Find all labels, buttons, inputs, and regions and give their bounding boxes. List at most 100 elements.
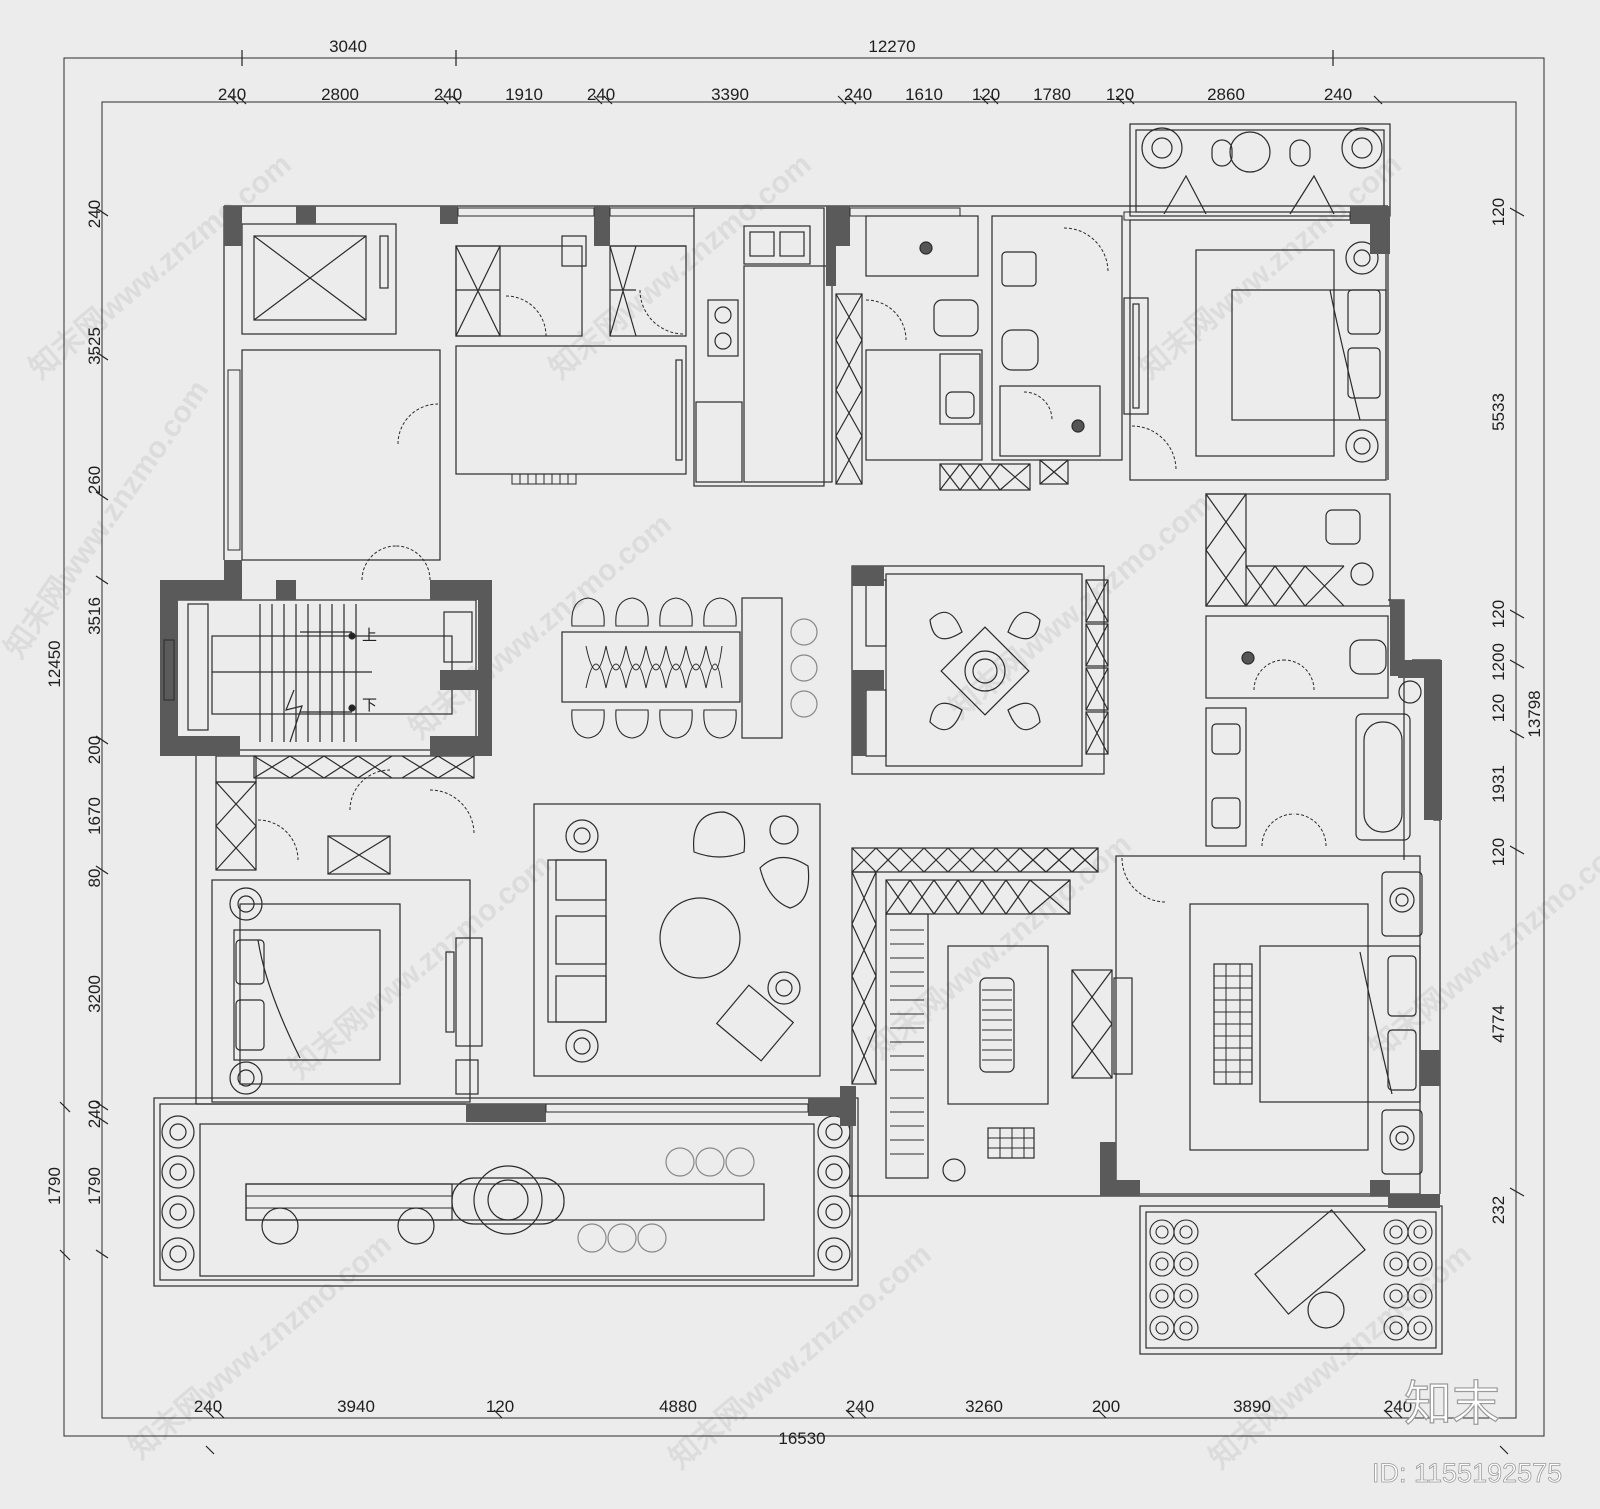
sofa	[547, 859, 607, 1023]
dresser	[455, 937, 483, 1047]
bedroom-right	[1115, 855, 1421, 1195]
stair-up-label: 上	[362, 627, 377, 644]
living-rug	[533, 803, 821, 1077]
cabinet-strip-top	[851, 847, 1099, 873]
study-rug	[947, 945, 1049, 1105]
dim-top-inner: 240	[1324, 85, 1352, 104]
dim-top-inner: 2800	[321, 85, 359, 104]
dim-top-inner: 240	[218, 85, 246, 104]
tv-unit	[1123, 297, 1149, 415]
dim-top-inner: 1780	[1033, 85, 1071, 104]
windows	[163, 207, 1351, 1113]
dimension-ticks	[59, 50, 1525, 1455]
lounge-chair	[692, 811, 746, 858]
shower	[999, 385, 1101, 457]
dim-right-inner: 1200	[1489, 643, 1508, 681]
plants	[1149, 1219, 1433, 1341]
master-bath	[991, 215, 1123, 461]
wardrobe-rail	[885, 913, 929, 1179]
stair-down-label: 下	[362, 697, 377, 714]
dim-right-inner: 120	[1489, 600, 1508, 628]
dim-right-inner: 4774	[1489, 1005, 1508, 1043]
bar-counter	[245, 1183, 765, 1221]
elevator-box	[241, 223, 397, 335]
double-vanity	[1205, 707, 1247, 847]
dim-right-inner: 120	[1489, 198, 1508, 226]
dim-left-inner: 240	[85, 1100, 104, 1128]
dim-top-outer-1: 3040	[329, 37, 367, 56]
dim-left-inner: 1790	[85, 1167, 104, 1205]
balcony-bottom	[153, 1097, 859, 1287]
dim-bottom-inner: 120	[486, 1397, 514, 1416]
toilet-2	[1001, 329, 1039, 371]
balcony-right	[1139, 1205, 1443, 1355]
dim-bottom-inner: 4880	[659, 1397, 697, 1416]
dim-top-inner: 2860	[1207, 85, 1245, 104]
brand-logo: 知末	[1404, 1378, 1500, 1431]
bed-right	[1259, 945, 1421, 1103]
bed-left	[233, 929, 381, 1061]
dim-left-inner: 3200	[85, 975, 104, 1013]
dim-right-inner: 1931	[1489, 765, 1508, 803]
fridge	[695, 401, 743, 483]
ensuite-bath	[1205, 615, 1389, 699]
kitchen-sink	[743, 225, 811, 265]
dim-left-inner: 200	[85, 736, 104, 764]
structural-walls	[160, 206, 1442, 1208]
dim-left-outer: 1790	[45, 1167, 64, 1205]
dim-top-inner: 120	[1106, 85, 1134, 104]
dim-top-inner: 120	[972, 85, 1000, 104]
vanity-1	[939, 353, 981, 425]
lounge-bed	[1254, 1209, 1366, 1315]
dining-chairs	[571, 597, 737, 739]
image-id: ID: 1155192575	[1372, 1458, 1562, 1488]
dim-bottom-inner: 200	[1092, 1397, 1120, 1416]
bathtub	[1355, 713, 1411, 841]
bed-master	[1231, 289, 1387, 421]
elevator-car	[253, 235, 367, 321]
dim-left-inner: 3516	[85, 597, 104, 635]
dim-bottom-outer: 16530	[778, 1429, 825, 1448]
bedroom-left	[211, 879, 471, 1103]
dim-left-inner: 3525	[85, 327, 104, 365]
tall-cabinet	[835, 293, 863, 485]
dim-top-inner: 3390	[711, 85, 749, 104]
dim-bottom-inner: 3260	[965, 1397, 1003, 1416]
lobby-room	[241, 349, 441, 561]
toilet-1	[933, 299, 979, 337]
watermark-text: 知末网www.znzmo.com	[1133, 148, 1407, 386]
dim-left-inner: 240	[85, 200, 104, 228]
inner-dimension-frame	[101, 101, 1517, 1419]
stair-labels: 上 下	[362, 627, 377, 714]
water-heater	[561, 235, 587, 267]
brand-block: 知末 ID: 1155192575	[1372, 1377, 1563, 1488]
dim-right-inner: 5533	[1489, 393, 1508, 431]
tea-table	[940, 626, 1030, 716]
dim-left-inner: 1670	[85, 797, 104, 835]
dimension-labels: 3040 12270 240 2800 240 1910 240 3390 24…	[45, 37, 1544, 1448]
watermark-text: 知末网www.znzmo.com	[0, 374, 215, 664]
dim-top-outer-2: 12270	[868, 37, 915, 56]
watermark-text: 知末网www.znzmo.com	[283, 848, 557, 1086]
room-outlines	[153, 123, 1443, 1355]
kitchen-room	[693, 207, 825, 487]
dining-table	[561, 631, 741, 703]
outer-dimension-frame	[63, 57, 1545, 1437]
dim-right-inner: 120	[1489, 838, 1508, 866]
dim-bottom-inner: 3940	[337, 1397, 375, 1416]
armchair	[715, 984, 795, 1062]
elevator-panel	[379, 235, 389, 289]
dim-bottom-inner: 3890	[1233, 1397, 1271, 1416]
storage-room	[455, 245, 583, 337]
basin	[1001, 251, 1037, 287]
dim-top-inner: 240	[844, 85, 872, 104]
dim-top-inner: 240	[587, 85, 615, 104]
sideboard	[741, 597, 783, 739]
shoe-cabinet	[215, 781, 257, 871]
lounge-chair	[759, 856, 810, 909]
cooktop	[707, 299, 739, 357]
coffee-table	[659, 897, 741, 979]
dim-bottom-inner: 240	[846, 1397, 874, 1416]
